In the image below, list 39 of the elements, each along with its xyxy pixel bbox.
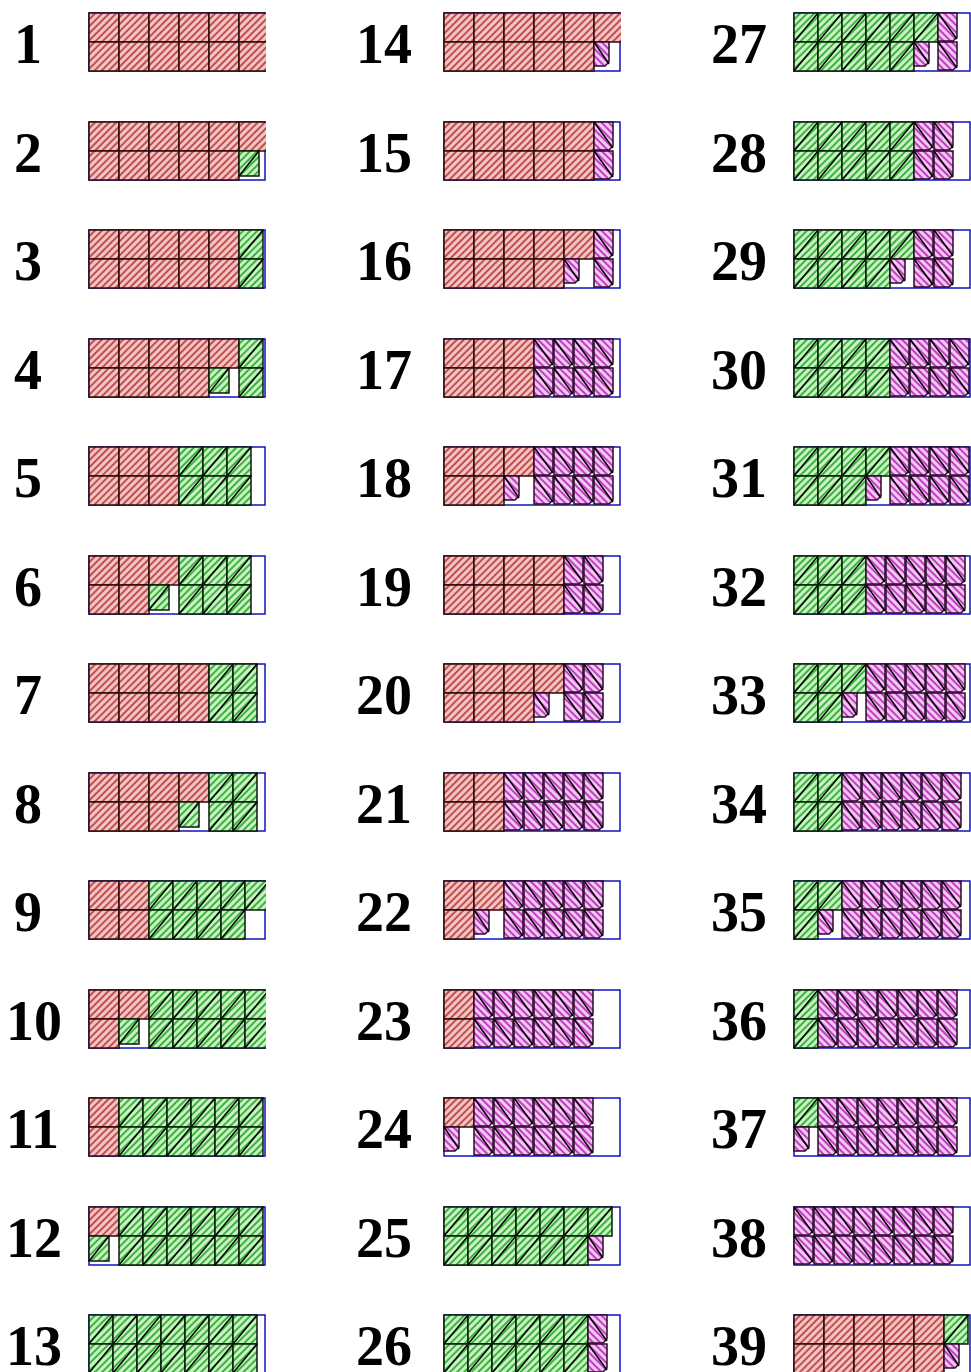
figure-number: 18 [356,450,412,506]
figure-number: 24 [356,1101,412,1157]
figure-number: 28 [711,124,767,181]
figure-number: 7 [14,667,42,723]
figure-number: 21 [356,775,412,832]
figure-number: 17 [356,341,412,398]
figure-number: 2 [14,124,42,181]
figure-number: 29 [711,233,767,289]
figure-number: 5 [14,450,42,506]
figure-number: 8 [14,775,42,832]
figure-number: 3 [14,233,42,289]
figure-number: 11 [6,1101,59,1157]
figure-number: 38 [711,1209,767,1266]
figure-number: 22 [356,884,412,940]
figure-number: 4 [14,341,42,398]
figure-number: 32 [711,558,767,615]
figure-number: 20 [356,667,412,723]
figure-number: 39 [711,1318,767,1372]
figure-number: 36 [711,992,767,1049]
figure-number: 9 [14,884,42,940]
figure-number: 13 [6,1318,62,1372]
figure-number: 33 [711,667,767,723]
figure-number: 31 [711,450,767,506]
figure-number: 30 [711,341,767,398]
figure-number: 35 [711,884,767,940]
figure-number: 37 [711,1101,767,1157]
figure-number: 12 [6,1209,62,1266]
figure-number: 25 [356,1209,412,1266]
figure-number: 23 [356,992,412,1049]
figure-number: 19 [356,558,412,615]
figure-number: 14 [356,16,412,72]
figure-number: 15 [356,124,412,181]
figure-number: 1 [14,16,42,72]
figure-number: 34 [711,775,767,832]
figure-number: 27 [711,16,767,72]
figure-number: 10 [6,992,62,1049]
figure-number: 26 [356,1318,412,1372]
figure-number: 16 [356,233,412,289]
figure-number: 6 [14,558,42,615]
